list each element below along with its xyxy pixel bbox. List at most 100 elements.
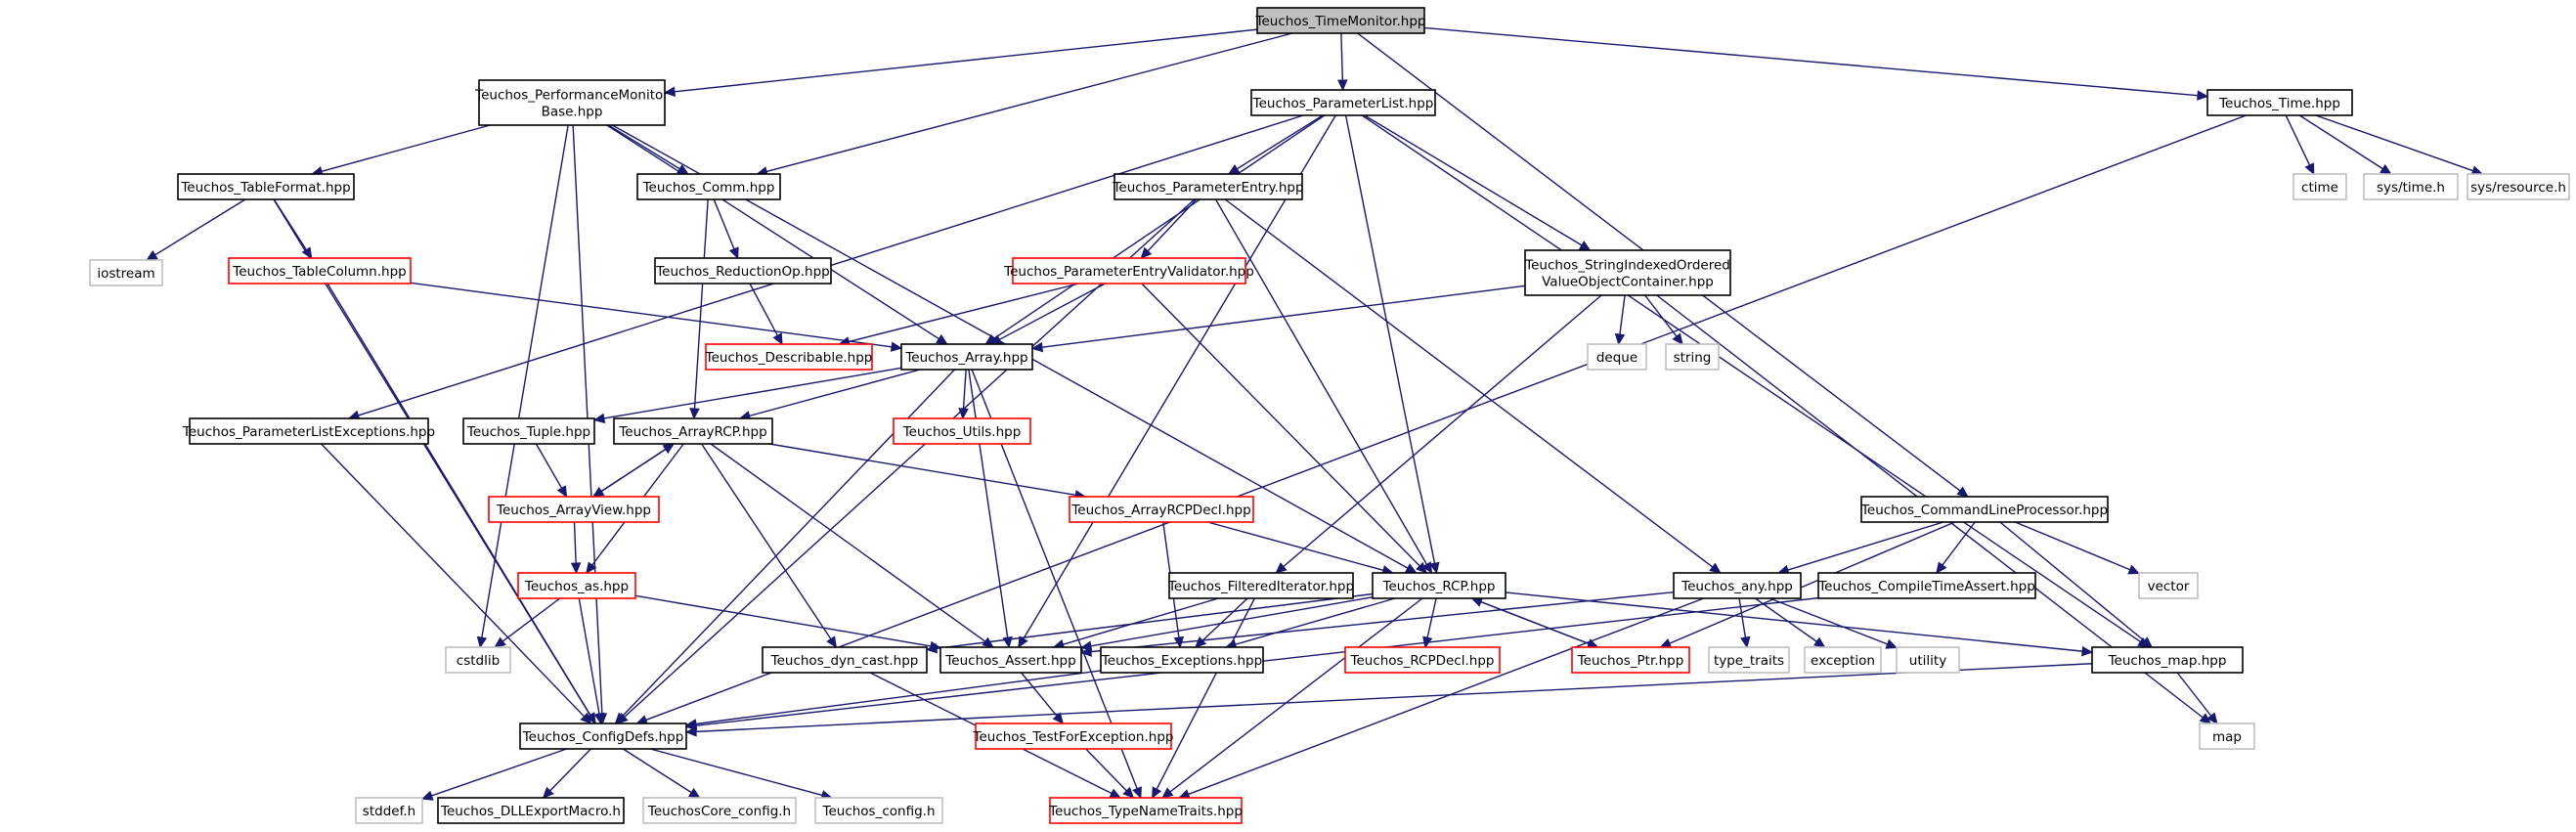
node-configdefs[interactable]: Teuchos_ConfigDefs.hpp: [519, 723, 687, 750]
node-ctime: ctime: [2292, 173, 2347, 200]
node-box-perfmon: [478, 79, 666, 126]
edge-rcp-to-assert: [1090, 596, 1374, 647]
node-plexceptions[interactable]: Teuchos_ParameterListExceptions.hpp: [182, 417, 435, 445]
node-label-comm: Teuchos_Comm.hpp: [642, 180, 775, 196]
edge-perfmon-to-array: [606, 124, 939, 340]
edge-timemonitor-to-perfmon: [674, 28, 1258, 93]
node-box-cstdlib: [445, 646, 511, 674]
edge-arrayview-to-as: [573, 521, 577, 564]
arrowhead-perfmon-to-array: [936, 333, 948, 345]
node-any[interactable]: Teuchos_any.hpp: [1673, 572, 1802, 599]
node-cmdline[interactable]: Teuchos_CommandLineProcessor.hpp: [1860, 496, 2109, 523]
arrowhead-paramentry-to-rcp: [1421, 561, 1433, 575]
node-time[interactable]: Teuchos_Time.hpp: [2206, 89, 2353, 116]
node-label-tableformat: Teuchos_TableFormat.hpp: [180, 180, 350, 196]
node-box-deque: [1587, 343, 1647, 371]
arrowhead-tuple-to-arrayview: [556, 485, 568, 499]
node-label-utils: Teuchos_Utils.hpp: [902, 424, 1022, 440]
node-testforexc[interactable]: Teuchos_TestForException.hpp: [973, 723, 1174, 750]
node-arrayview[interactable]: Teuchos_ArrayView.hpp: [488, 496, 660, 523]
node-box-rcp: [1372, 572, 1506, 599]
edge-rcp-to-typenametraits: [1169, 597, 1423, 793]
node-dyncast[interactable]: Teuchos_dyn_cast.hpp: [762, 646, 928, 674]
edge-testforexc-to-typenametraits: [1085, 748, 1127, 792]
node-label-map_hpp: Teuchos_map.hpp: [2108, 653, 2227, 669]
arrowhead-comm-to-reductionop: [728, 246, 739, 260]
edge-rcp-to-map_hpp: [1505, 591, 2083, 652]
edge-cmdline-to-map_hpp: [1999, 521, 2145, 642]
node-box-timemonitor: [1256, 7, 1425, 34]
node-tuple[interactable]: Teuchos_Tuple.hpp: [462, 417, 595, 445]
node-box-tableformat: [177, 173, 355, 200]
node-ctassert[interactable]: Teuchos_CompileTimeAssert.hpp: [1817, 572, 2036, 599]
node-sioc[interactable]: Teuchos_StringIndexedOrderedValueObjectC…: [1524, 249, 1731, 296]
node-exceptions[interactable]: Teuchos_Exceptions.hpp: [1100, 646, 1264, 674]
node-filtered[interactable]: Teuchos_FilteredIterator.hpp: [1167, 572, 1354, 599]
node-rcp[interactable]: Teuchos_RCP.hpp: [1372, 572, 1506, 599]
edge-sioc-to-filtered: [1283, 294, 1602, 568]
node-paramlist[interactable]: Teuchos_ParameterList.hpp: [1250, 89, 1436, 116]
node-label-array: Teuchos_Array.hpp: [904, 350, 1027, 366]
node-map_hpp[interactable]: Teuchos_map.hpp: [2091, 646, 2244, 674]
node-tablecolumn[interactable]: Teuchos_TableColumn.hpp: [228, 257, 412, 285]
edge-exceptions-to-configdefs: [695, 670, 1102, 725]
arrowhead-plexceptions-to-configdefs: [580, 712, 592, 724]
node-reductionop[interactable]: Teuchos_ReductionOp.hpp: [654, 257, 832, 285]
arrowhead-array-to-utils: [958, 408, 969, 420]
node-rcpdecl[interactable]: Teuchos_RCPDecl.hpp: [1344, 646, 1501, 674]
node-box-rcpdecl: [1344, 646, 1501, 674]
node-typenametraits[interactable]: Teuchos_TypeNameTraits.hpp: [1048, 797, 1243, 824]
edge-comm-to-reductionop: [713, 198, 735, 250]
edge-comm-to-arrayrcp: [693, 198, 709, 410]
node-box-map_hpp: [2091, 646, 2244, 674]
arrowhead-paramentry-to-pev: [1140, 246, 1153, 259]
node-as[interactable]: Teuchos_as.hpp: [517, 572, 636, 599]
edge-as-to-assert: [634, 594, 932, 647]
node-label-arrayrcpdecl: Teuchos_ArrayRCPDecl.hpp: [1070, 503, 1250, 518]
node-dllexport[interactable]: Teuchos_DLLExportMacro.h: [437, 797, 625, 824]
edge-reductionop-to-describable: [749, 283, 778, 336]
arrowhead-as-to-cstdlib: [494, 636, 506, 648]
node-box-describable: [705, 343, 873, 371]
node-tableformat[interactable]: Teuchos_TableFormat.hpp: [177, 173, 355, 200]
node-label-config: Teuchos_config.h: [822, 804, 936, 819]
node-stddef: stddef.h: [355, 797, 423, 824]
edge-cmdline-to-vector: [2015, 521, 2131, 571]
edge-as-to-configdefs: [578, 597, 600, 715]
node-assert[interactable]: Teuchos_Assert.hpp: [939, 646, 1082, 674]
node-label-tuple: Teuchos_Tuple.hpp: [466, 424, 590, 440]
node-ptr[interactable]: Teuchos_Ptr.hpp: [1571, 646, 1690, 674]
node-box-configdefs: [519, 723, 687, 750]
node-label-ctassert: Teuchos_CompileTimeAssert.hpp: [1817, 579, 2035, 594]
arrowhead-any-to-exception: [1812, 636, 1826, 648]
arrowhead-map_hpp-to-configdefs: [684, 726, 697, 737]
edge-perfmon-to-cstdlib: [481, 124, 569, 638]
node-box-plexceptions: [189, 417, 429, 445]
node-label-ptr: Teuchos_Ptr.hpp: [1577, 653, 1684, 669]
edge-array-to-assert: [968, 369, 1009, 638]
arrowhead-tablecolumn-to-array: [890, 341, 903, 352]
node-paramentry[interactable]: Teuchos_ParameterEntry.hpp: [1112, 173, 1304, 200]
node-label-map: map: [2212, 729, 2242, 745]
node-arrayrcpdecl[interactable]: Teuchos_ArrayRCPDecl.hpp: [1069, 496, 1254, 523]
node-pev[interactable]: Teuchos_ParameterEntryValidator.hpp: [1003, 257, 1254, 285]
arrowhead-arrayview-to-as: [570, 562, 582, 575]
node-comm[interactable]: Teuchos_Comm.hpp: [636, 173, 781, 200]
node-box-arrayrcp: [613, 417, 773, 445]
node-timemonitor[interactable]: Teuchos_TimeMonitor.hpp: [1255, 7, 1426, 34]
arrowhead-cmdline-to-map_hpp: [2140, 636, 2154, 648]
edge-any-to-assert: [1090, 591, 1675, 653]
arrowhead-configdefs-to-dllexport: [542, 786, 554, 799]
edge-array-to-tuple: [603, 367, 902, 419]
node-box-paramlist: [1250, 89, 1436, 116]
edge-timemonitor-to-paramlist: [1340, 32, 1344, 81]
node-label-cstdlib: cstdlib: [457, 653, 500, 669]
arrowhead-array-to-typenametraits: [1132, 786, 1142, 800]
edge-arrayrcp-to-arrayrcpdecl: [768, 443, 1076, 497]
node-describable[interactable]: Teuchos_Describable.hpp: [705, 343, 873, 371]
node-utils[interactable]: Teuchos_Utils.hpp: [893, 417, 1031, 445]
node-arrayrcp[interactable]: Teuchos_ArrayRCP.hpp: [613, 417, 773, 445]
edge-configdefs-to-coreconfig: [622, 748, 692, 794]
node-array[interactable]: Teuchos_Array.hpp: [900, 343, 1033, 371]
